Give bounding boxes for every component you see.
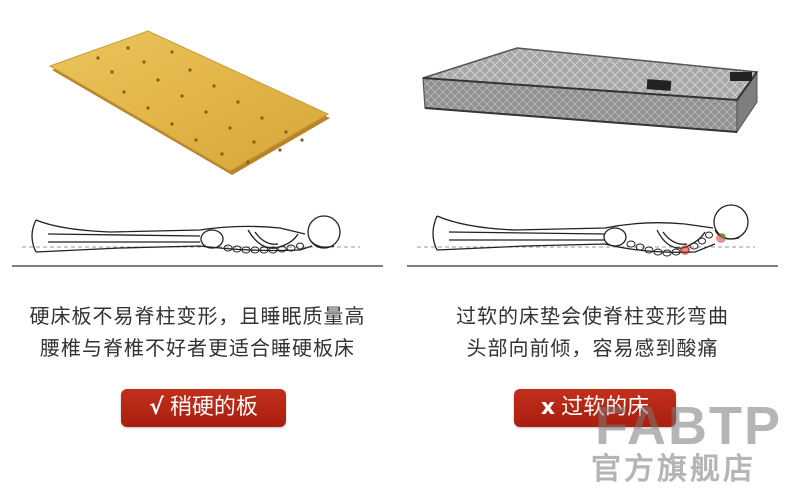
- left-description-line-2: 腰椎与脊椎不好者更适合睡硬板床: [40, 336, 355, 360]
- left-description-line-1: 硬床板不易脊柱变形，且睡眠质量高: [29, 304, 366, 328]
- spine-curved-illustration: [407, 204, 778, 267]
- right-description: 过软的床垫会使脊柱变形弯曲 头部向前倾，容易感到酸痛: [395, 300, 790, 364]
- mattress-image: [422, 47, 759, 134]
- hard-board-tag-label: 稍硬的板: [169, 395, 258, 420]
- wooden-board-image: [48, 30, 330, 175]
- soft-mattress-tag-label: 过软的床: [561, 395, 650, 420]
- left-description: 硬床板不易脊柱变形，且睡眠质量高 腰椎与脊椎不好者更适合睡硬板床: [0, 300, 395, 364]
- pain-spot-icon: [680, 245, 690, 255]
- cross-icon: x: [540, 395, 556, 420]
- right-description-line-2: 头部向前倾，容易感到酸痛: [466, 336, 719, 360]
- right-description-line-1: 过软的床垫会使脊柱变形弯曲: [456, 304, 729, 328]
- soft-mattress-panel: 过软的床垫会使脊柱变形弯曲 头部向前倾，容易感到酸痛 x 过软的床: [395, 0, 790, 492]
- soft-mattress-tag: x 过软的床: [514, 389, 676, 427]
- check-icon: √: [149, 395, 164, 420]
- hard-board-tag: √ 稍硬的板: [121, 389, 286, 427]
- hard-board-panel: 硬床板不易脊柱变形，且睡眠质量高 腰椎与脊椎不好者更适合睡硬板床 √ 稍硬的板: [0, 30, 395, 427]
- spine-straight-illustration: [12, 215, 383, 267]
